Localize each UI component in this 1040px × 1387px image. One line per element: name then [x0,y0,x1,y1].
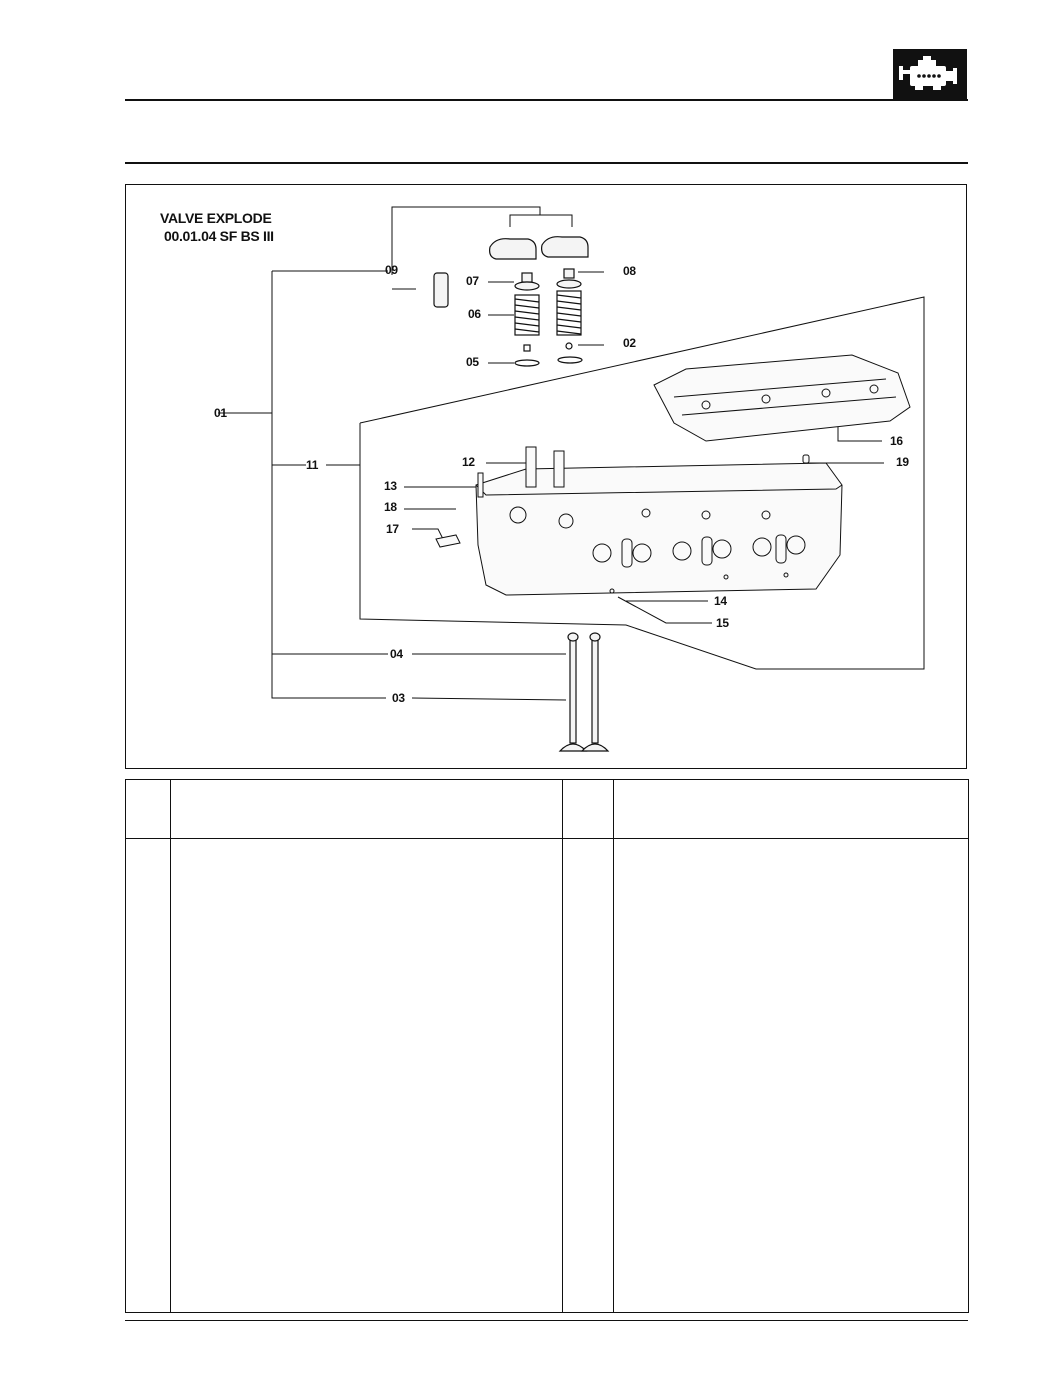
diagram-title-line-1: VALVE EXPLODE [160,210,272,226]
diagram-title-line-2: 00.01.04 SF BS III [164,228,274,244]
callout-08: 08 [623,264,636,278]
callout-04: 04 [390,647,403,661]
callout-18: 18 [384,500,397,514]
valve-explode-drawing [218,206,925,752]
callout-11: 11 [306,458,319,472]
callout-19: 19 [896,455,909,469]
table-column-divider [170,780,171,1312]
diagram-frame: VALVE EXPLODE 00.01.04 SF BS III 09 07 0… [125,184,967,769]
callout-09: 09 [385,263,398,277]
footer-rule [125,1320,968,1321]
callout-14: 14 [714,594,727,608]
callout-15: 15 [716,616,729,630]
callout-03: 03 [392,691,405,705]
parts-table [125,779,969,1313]
callout-05: 05 [466,355,479,369]
table-column-divider [613,780,614,1312]
callout-12: 12 [462,455,475,469]
callout-17: 17 [386,522,399,536]
callout-07: 07 [466,274,479,288]
header-rule [125,99,968,101]
diagram-title: VALVE EXPLODE 00.01.04 SF BS III [160,209,274,245]
table-column-divider [562,780,563,1312]
engine-badge [893,49,967,100]
callout-16: 16 [890,434,903,448]
table-header-divider [126,838,968,839]
section-rule [125,162,968,164]
engine-icon [899,56,957,90]
callout-13: 13 [384,479,397,493]
callout-02: 02 [623,336,636,350]
callout-06: 06 [468,307,481,321]
callout-01: 01 [214,406,227,420]
